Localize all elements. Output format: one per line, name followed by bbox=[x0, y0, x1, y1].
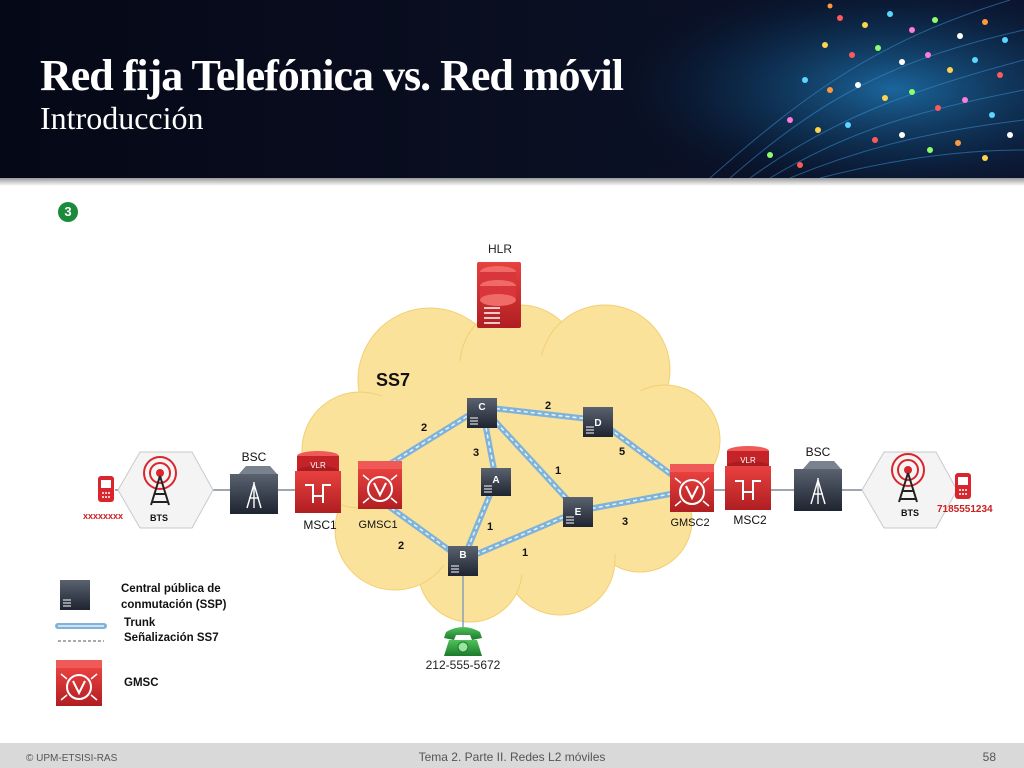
node-c-label: C bbox=[478, 402, 485, 413]
slide-subtitle: Introducción bbox=[40, 100, 204, 136]
ssp-node-b bbox=[448, 546, 478, 576]
right-bsc-label: BSC bbox=[806, 445, 831, 459]
weight-b-e: 1 bbox=[522, 547, 528, 559]
header-shadow bbox=[0, 178, 1024, 186]
ssp-node-e bbox=[563, 497, 593, 527]
footer-bar bbox=[0, 743, 1024, 768]
right-phone-number: 7185551234 bbox=[937, 504, 993, 515]
msc2-switch-icon bbox=[725, 446, 771, 510]
legend-ss7-label: Señalización SS7 bbox=[124, 632, 219, 644]
legend-ssp-icon bbox=[60, 580, 90, 610]
left-bsc-icon bbox=[230, 466, 278, 514]
right-mobile-phone-icon bbox=[955, 473, 971, 499]
msc2-vlr-label: VLR bbox=[740, 456, 756, 465]
legend-trunk-label: Trunk bbox=[124, 617, 156, 629]
node-e-label: E bbox=[575, 507, 582, 518]
fixed-phone-number: 212-555-5672 bbox=[426, 658, 501, 672]
msc1-switch-icon bbox=[295, 451, 341, 513]
slide-title: Red fija Telefónica vs. Red móvil bbox=[40, 51, 624, 100]
left-mobile-phone-icon bbox=[98, 476, 114, 502]
footer-course: Tema 2. Parte II. Redes L2 móviles bbox=[418, 750, 606, 764]
legend-gmsc-icon bbox=[56, 660, 102, 706]
gmsc1-router-icon bbox=[358, 461, 402, 509]
gmsc2-label: GMSC2 bbox=[670, 517, 709, 529]
gmsc1-label: GMSC1 bbox=[358, 519, 397, 531]
weight-c-e: 1 bbox=[555, 465, 561, 477]
right-bsc-icon bbox=[794, 461, 842, 511]
right-bts-label: BTS bbox=[901, 508, 919, 518]
left-bts-cell bbox=[117, 451, 214, 529]
left-bts-antenna-icon bbox=[143, 456, 177, 506]
weight-gmsc1-b: 2 bbox=[398, 540, 404, 552]
weight-a-b: 1 bbox=[487, 521, 493, 533]
footer-page-number: 58 bbox=[982, 750, 996, 764]
ssp-node-d bbox=[583, 407, 613, 437]
node-a-label: A bbox=[492, 475, 499, 486]
gmsc2-router-icon bbox=[670, 464, 714, 512]
legend-ssp-line2: conmutación (SSP) bbox=[121, 599, 227, 611]
hlr-label: HLR bbox=[488, 242, 512, 256]
step-badge: 3 bbox=[58, 202, 78, 222]
footer-copyright: © UPM-ETSISI-RAS bbox=[26, 753, 118, 764]
ssp-node-c bbox=[467, 398, 497, 428]
weight-c-d: 2 bbox=[545, 400, 551, 412]
msc1-label: MSC1 bbox=[303, 518, 337, 532]
legend-ssp-line1: Central pública de bbox=[121, 583, 221, 595]
weight-e-gmsc2: 3 bbox=[622, 516, 628, 528]
legend-ssp-text: Central pública de conmutación (SSP) bbox=[121, 581, 226, 613]
msc2-label: MSC2 bbox=[733, 513, 767, 527]
weight-d-gmsc2: 5 bbox=[619, 446, 625, 458]
left-bts-label: BTS bbox=[150, 513, 168, 523]
weight-c-a: 3 bbox=[473, 447, 479, 459]
node-b-label: B bbox=[459, 550, 466, 561]
fixed-telephone-icon bbox=[444, 627, 482, 656]
ss7-cloud-label: SS7 bbox=[376, 370, 410, 390]
legend-gmsc-label: GMSC bbox=[124, 677, 159, 689]
weight-gmsc1-c: 2 bbox=[421, 422, 427, 434]
header-banner: Red fija Telefónica vs. Red móvil Introd… bbox=[0, 0, 1024, 178]
fiber-optic-image bbox=[590, 0, 1024, 178]
msc1-vlr-label: VLR bbox=[310, 461, 326, 470]
ssp-node-a bbox=[481, 468, 511, 496]
node-d-label: D bbox=[594, 418, 601, 429]
left-phone-number: xxxxxxxx bbox=[83, 511, 123, 521]
left-bsc-label: BSC bbox=[242, 450, 267, 464]
hlr-database-icon bbox=[477, 262, 521, 328]
right-bts-antenna-icon bbox=[891, 453, 925, 503]
